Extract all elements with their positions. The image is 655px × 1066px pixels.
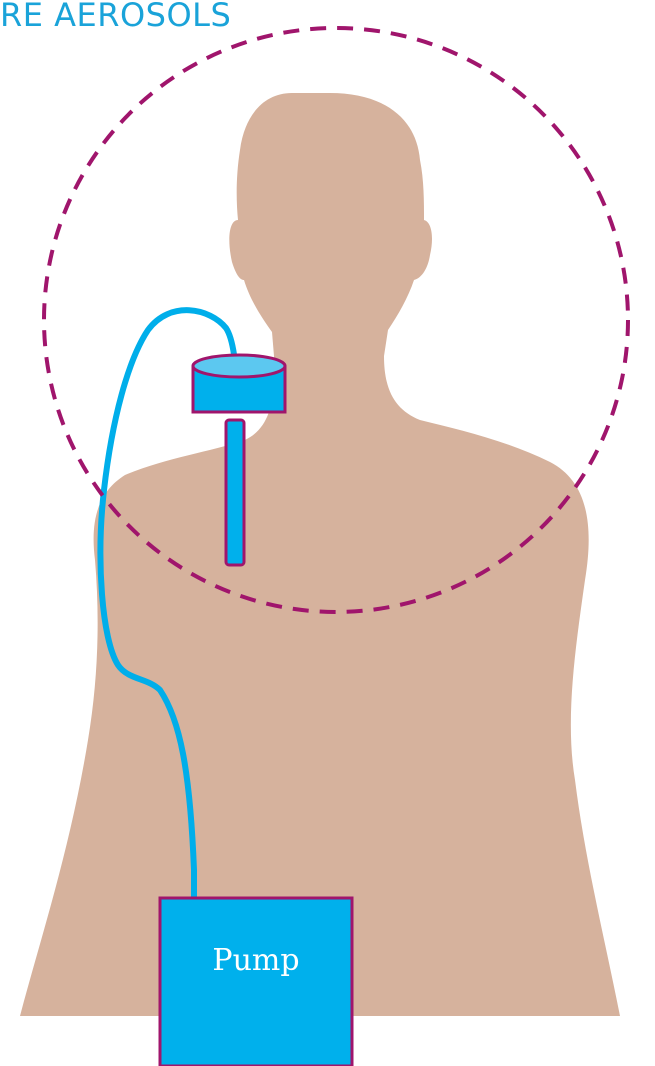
pump-label: Pump	[212, 943, 299, 978]
pump-unit: Pump	[160, 898, 352, 1066]
body-shape	[20, 93, 620, 1016]
sampler-head-top	[193, 355, 285, 377]
sampler-stem	[226, 420, 244, 565]
human-silhouette	[20, 93, 620, 1016]
pump-box	[160, 898, 352, 1066]
